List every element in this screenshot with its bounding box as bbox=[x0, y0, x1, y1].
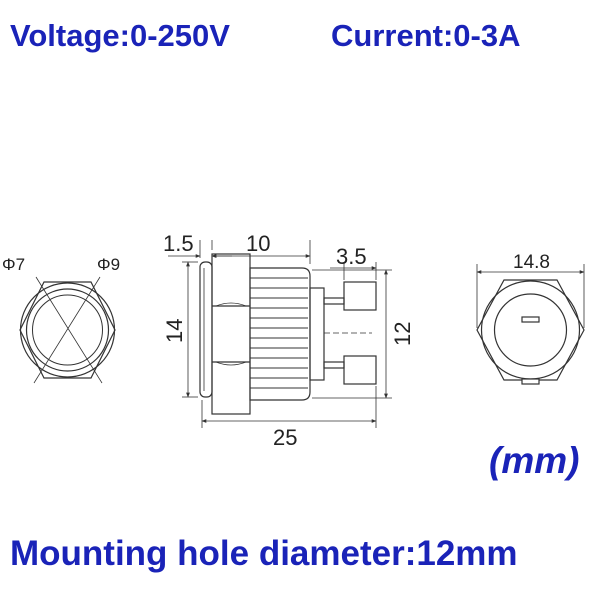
voltage-rating: Voltage:0-250V bbox=[10, 18, 230, 53]
back-body bbox=[493, 293, 568, 367]
current-rating: Current:0-3A bbox=[331, 18, 521, 53]
side-terminal-top-tip bbox=[343, 281, 377, 311]
mounting-hole-note: Mounting hole diameter:12mm bbox=[10, 534, 518, 573]
hex-width-label: 14.8 bbox=[513, 252, 550, 273]
side-thread-body bbox=[249, 267, 311, 401]
front-view bbox=[19, 276, 116, 384]
terminal-width-label: 3.5 bbox=[336, 244, 367, 269]
side-nut-curve-2 bbox=[215, 361, 247, 366]
side-terminal-top bbox=[323, 297, 345, 305]
unit-label: (mm) bbox=[489, 440, 580, 481]
side-dimensions bbox=[168, 240, 392, 428]
thread-height-label: 12 bbox=[390, 322, 415, 346]
side-view bbox=[199, 253, 377, 415]
back-outer-ring bbox=[480, 280, 581, 380]
inner-diameter-label: Φ7 bbox=[2, 255, 25, 274]
front-button bbox=[32, 294, 103, 366]
total-length-label: 25 bbox=[273, 425, 297, 450]
outer-diameter-label: Φ9 bbox=[97, 255, 120, 274]
back-view bbox=[476, 279, 585, 385]
back-hex-nut bbox=[476, 279, 585, 381]
side-rear-cap bbox=[309, 287, 325, 381]
head-height-label: 14 bbox=[162, 319, 187, 343]
side-terminal-bottom-tip bbox=[343, 355, 377, 385]
front-leader-inner bbox=[35, 276, 103, 384]
flange-thickness-label: 1.5 bbox=[163, 231, 194, 256]
front-bezel bbox=[25, 288, 110, 372]
back-dimensions bbox=[476, 264, 585, 328]
back-terminal-bottom bbox=[521, 378, 540, 385]
side-nut-curve-1 bbox=[215, 302, 247, 307]
back-terminal-top bbox=[521, 316, 540, 323]
body-length-label: 10 bbox=[246, 231, 270, 256]
side-thread-lines bbox=[250, 277, 308, 389]
side-hex-nut bbox=[211, 253, 251, 415]
side-terminal-bottom bbox=[323, 361, 345, 369]
side-flange bbox=[199, 261, 213, 398]
front-outer-ring bbox=[19, 282, 116, 378]
front-leader-outer bbox=[33, 276, 101, 384]
